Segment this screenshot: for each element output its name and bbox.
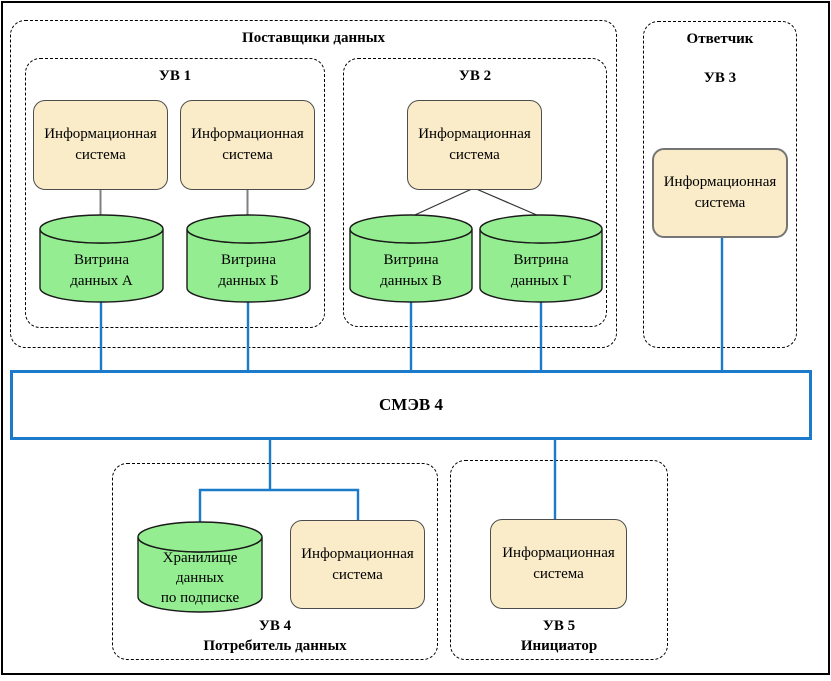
subscription-storage-cylinder bbox=[137, 521, 263, 613]
datamart-g-label: Витрина данных Г bbox=[510, 251, 572, 289]
smev-bus: СМЭВ 4 bbox=[10, 370, 812, 440]
uv5-group: УВ 5 Инициатор bbox=[450, 460, 668, 660]
uv1-group: УВ 1 bbox=[25, 58, 325, 328]
datamart-g-top bbox=[479, 214, 603, 244]
datamart-a-top bbox=[39, 214, 164, 244]
datamart-v-label: Витрина данных В bbox=[380, 251, 442, 289]
datamart-b-label: Витрина данных Б bbox=[218, 251, 279, 289]
datamart-v-cylinder bbox=[349, 214, 473, 303]
providers-group-label: Поставщики данных bbox=[242, 30, 385, 46]
datamart-v-top bbox=[349, 214, 473, 244]
datamart-g-cylinder bbox=[479, 214, 603, 303]
uv1-information-system-b: Информационная система bbox=[180, 100, 315, 190]
uv1-information-system-a: Информационная система bbox=[33, 100, 168, 190]
uv5-label: УВ 5 bbox=[542, 618, 576, 634]
providers-group: Поставщики данных bbox=[10, 20, 617, 348]
uv2-group: УВ 2 bbox=[343, 58, 607, 327]
uv3-information-system: Информационная система bbox=[652, 148, 788, 238]
uv4-group-labels: УВ 4 Потребитель данных bbox=[113, 616, 437, 656]
datamart-b-top bbox=[186, 214, 311, 244]
initiator-role-label: Инициатор bbox=[520, 638, 598, 654]
uv5-group-labels: УВ 5 Инициатор bbox=[451, 616, 667, 656]
uv4-label: УВ 4 bbox=[258, 618, 292, 634]
uv1-group-label: УВ 1 bbox=[158, 68, 192, 84]
uv5-information-system: Информационная система bbox=[490, 519, 627, 609]
connector-system-datamart-v bbox=[405, 187, 475, 220]
uv4-group: УВ 4 Потребитель данных bbox=[112, 463, 438, 660]
datamart-b-cylinder bbox=[186, 214, 311, 303]
consumer-role-label: Потребитель данных bbox=[203, 638, 347, 654]
uv2-information-system: Информационная система bbox=[407, 100, 542, 190]
uv4-information-system: Информационная система bbox=[290, 520, 425, 609]
datamart-a-label: Витрина данных А bbox=[70, 251, 133, 289]
connector-smev-uv4 bbox=[198, 439, 360, 525]
responder-group-label: Ответчик bbox=[686, 31, 754, 47]
uv2-group-label: УВ 2 bbox=[458, 68, 492, 84]
connector-system-datamart-g bbox=[473, 187, 547, 220]
subscription-storage-label: Хранилище данных по подписке bbox=[160, 550, 240, 606]
uv3-label: УВ 3 bbox=[703, 70, 737, 86]
responder-group: Ответчик УВ 3 bbox=[643, 21, 797, 348]
smev-label: СМЭВ 4 bbox=[379, 395, 443, 414]
datamart-a-cylinder bbox=[39, 214, 164, 303]
subscription-storage-top bbox=[137, 521, 263, 553]
